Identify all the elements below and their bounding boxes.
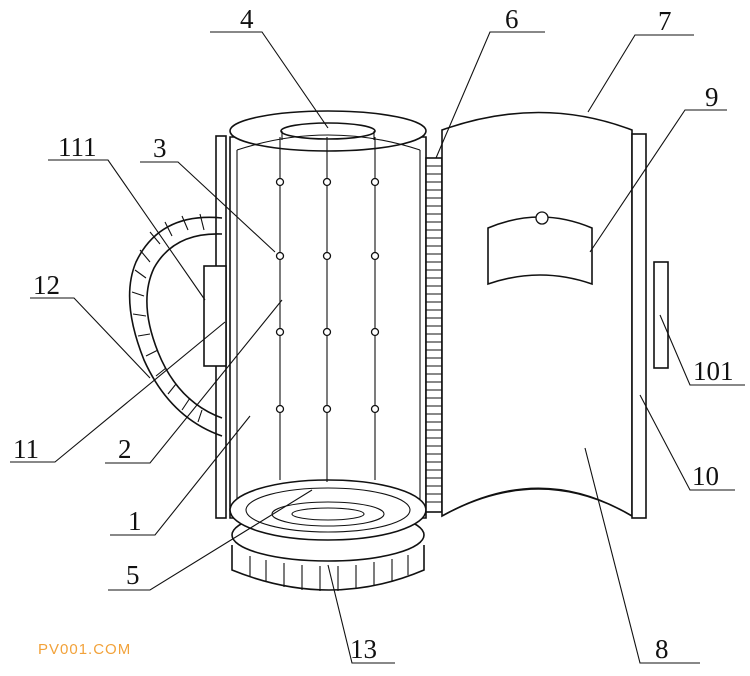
callout-5: 5 — [126, 560, 140, 590]
leader-1 — [110, 415, 251, 536]
inner-tube-2 — [275, 137, 380, 482]
top-opening-4 — [280, 122, 376, 140]
callout-101: 101 — [693, 356, 734, 386]
leader-6 — [435, 31, 545, 159]
callout-7: 7 — [658, 6, 672, 36]
callout-3: 3 — [153, 133, 167, 163]
handle-11-12 — [128, 213, 227, 437]
right-clip-101 — [653, 261, 669, 369]
window-hole — [535, 211, 549, 225]
callout-111: 111 — [58, 132, 97, 162]
callout-13: 13 — [350, 634, 377, 664]
callout-4: 4 — [240, 4, 254, 34]
leader-13 — [327, 564, 395, 664]
watermark: PV001.COM — [38, 641, 131, 658]
callout-12: 12 — [33, 270, 60, 300]
callout-labels: 4 6 7 9 3 111 12 11 2 1 5 13 8 10 101 — [13, 4, 734, 664]
right-side-rail-10 — [631, 133, 647, 519]
leader-11 — [10, 321, 226, 463]
leader-3 — [140, 161, 276, 253]
leader-5 — [108, 489, 313, 591]
leader-12 — [30, 297, 151, 379]
leader-9 — [589, 109, 727, 253]
left-cylinder-1 — [215, 110, 427, 519]
leader-4 — [210, 31, 329, 129]
bottom-rings-5 — [229, 479, 427, 541]
callout-9: 9 — [705, 82, 719, 112]
callout-11: 11 — [13, 434, 39, 464]
leader-10 — [639, 394, 735, 491]
callout-8: 8 — [655, 634, 669, 664]
leader-7 — [587, 34, 694, 113]
callout-2: 2 — [118, 434, 132, 464]
leader-101 — [659, 314, 745, 386]
leader-2 — [105, 299, 283, 464]
handle-mount-111 — [203, 265, 227, 367]
right-cover-8 — [441, 111, 669, 519]
leader-lines — [10, 31, 745, 664]
callout-1: 1 — [128, 506, 142, 536]
callout-10: 10 — [692, 461, 719, 491]
leader-111 — [48, 159, 206, 301]
hinge-strip-6 — [425, 157, 443, 513]
window-9 — [487, 216, 593, 286]
leader-8 — [584, 447, 700, 664]
callout-6: 6 — [505, 4, 519, 34]
tube-holes — [275, 177, 380, 414]
